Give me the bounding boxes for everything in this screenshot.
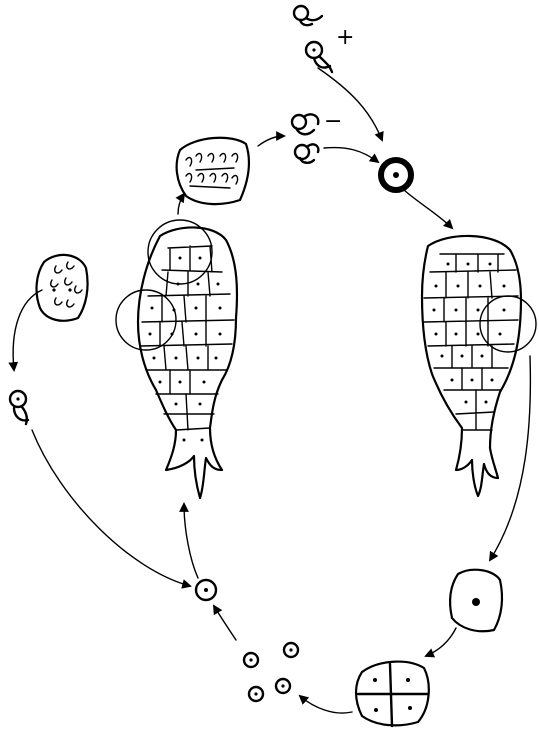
sporangium-top [177, 138, 249, 204]
plus-label: + [336, 25, 354, 50]
single-cell-right [450, 570, 502, 632]
thallus-left [116, 220, 237, 498]
germinating-cell [196, 580, 216, 600]
spore-top [294, 6, 322, 25]
minus-label: − [324, 109, 342, 134]
thallus-right [422, 236, 536, 496]
four-celled-stage [356, 662, 429, 726]
spore-left [10, 391, 28, 424]
four-zoospores [244, 643, 298, 701]
spore-plus [306, 42, 332, 72]
spore-minus-1 [292, 114, 318, 134]
sporangium-left [37, 255, 88, 321]
spore-minus-2 [295, 144, 318, 162]
zygote [381, 160, 411, 190]
